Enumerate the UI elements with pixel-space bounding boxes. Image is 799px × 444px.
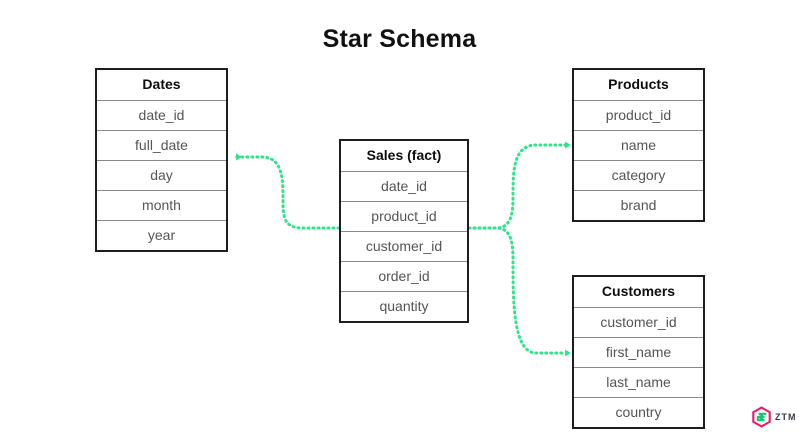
table-dates-field-month: month [97, 190, 226, 220]
table-sales-fact[interactable]: Sales (fact) date_id product_id customer… [339, 139, 469, 323]
table-customers-field-first-name: first_name [574, 337, 703, 367]
table-customers-field-customer-id: customer_id [574, 307, 703, 337]
ztm-hexagon-icon [752, 406, 771, 428]
table-sales-field-order-id: order_id [341, 261, 467, 291]
table-dates-field-year: year [97, 220, 226, 250]
table-sales-field-product-id: product_id [341, 201, 467, 231]
table-sales-header: Sales (fact) [341, 141, 467, 171]
table-dates[interactable]: Dates date_id full_date day month year [95, 68, 228, 252]
ztm-logo: ZTM [751, 404, 797, 430]
table-products[interactable]: Products product_id name category brand [572, 68, 705, 222]
table-sales-field-quantity: quantity [341, 291, 467, 321]
connector-sales-to-customers [467, 226, 571, 357]
table-products-field-category: category [574, 160, 703, 190]
table-sales-field-date-id: date_id [341, 171, 467, 201]
table-customers-field-last-name: last_name [574, 367, 703, 397]
table-customers[interactable]: Customers customer_id first_name last_na… [572, 275, 705, 429]
table-customers-field-country: country [574, 397, 703, 427]
ztm-logo-text: ZTM [775, 411, 797, 422]
table-dates-field-full-date: full_date [97, 130, 226, 160]
table-sales-field-customer-id: customer_id [341, 231, 467, 261]
table-dates-header: Dates [97, 70, 226, 100]
table-dates-field-day: day [97, 160, 226, 190]
table-products-field-product-id: product_id [574, 100, 703, 130]
table-products-field-brand: brand [574, 190, 703, 220]
table-customers-header: Customers [574, 277, 703, 307]
table-products-header: Products [574, 70, 703, 100]
table-dates-field-date-id: date_id [97, 100, 226, 130]
page-title: Star Schema [322, 25, 477, 53]
connector-sales-to-products [467, 141, 571, 230]
table-products-field-name: name [574, 130, 703, 160]
connector-sales-to-dates [234, 153, 341, 230]
